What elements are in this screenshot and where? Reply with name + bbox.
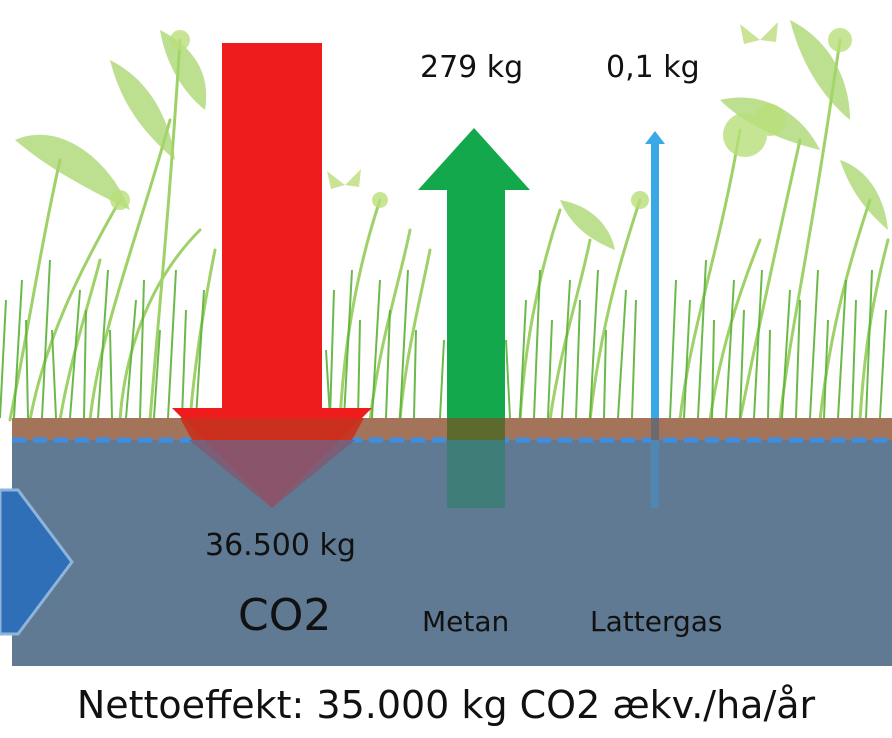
nitrous-label: Lattergas [590,605,723,638]
right-chevron-icon [0,488,74,636]
down-arrow-icon [172,43,372,508]
meadow-vegetation [0,20,890,422]
methane-label: Metan [422,605,510,638]
methane-value: 279 kg [420,50,524,85]
butterfly-icon [740,22,778,44]
up-arrow-icon [645,131,665,508]
butterfly-icon [327,169,361,189]
co2-label: CO2 [238,590,332,641]
co2-value: 36.500 kg [205,528,356,563]
nitrous-value: 0,1 kg [606,50,700,85]
up-arrow-icon [418,128,530,508]
net-effect-caption: Nettoeffekt: 35.000 kg CO2 ækv./ha/år [76,683,816,727]
